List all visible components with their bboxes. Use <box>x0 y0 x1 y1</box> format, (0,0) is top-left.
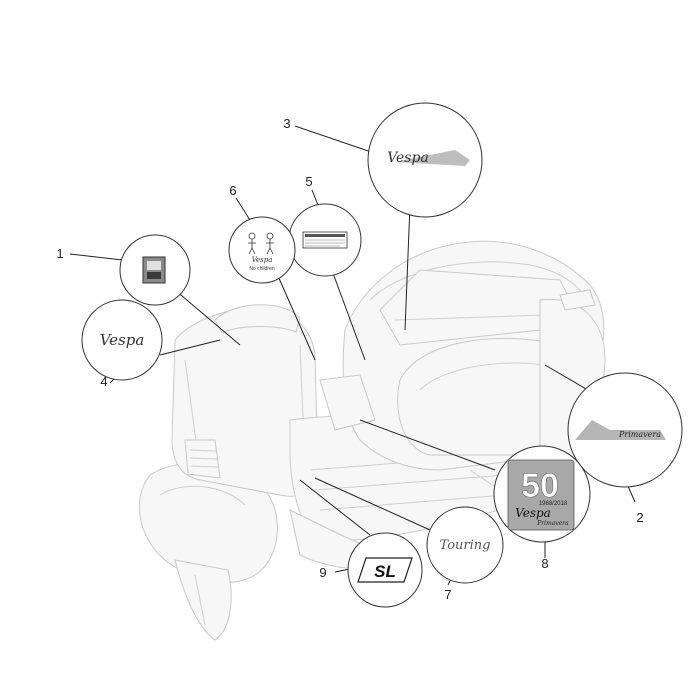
callout-number-8: 8 <box>541 556 548 571</box>
callout-number-5: 5 <box>305 174 312 189</box>
touring-badge-text: Touring <box>440 538 491 553</box>
anniversary-vespa-text: Vespa <box>515 506 551 520</box>
anniversary-sub-text: Primavera <box>536 520 569 527</box>
callout-bubble-2: Primavera <box>567 372 683 488</box>
callout-number-3: 3 <box>283 116 290 131</box>
callout-number-7: 7 <box>444 587 451 602</box>
callout-bubble-7: Touring <box>426 506 504 584</box>
stripe-shape <box>575 420 666 440</box>
callout-number-2: 2 <box>636 510 643 525</box>
anniversary-years: 1968/2018 <box>539 501 568 507</box>
callout-number-9: 9 <box>319 565 326 580</box>
callout-bubble-3: Vespa <box>367 102 483 218</box>
callout-bubble-9: SL <box>347 532 423 608</box>
warning-caption: No children <box>249 266 275 272</box>
callout-bubble-1 <box>119 234 191 306</box>
stripe-shape <box>395 150 470 166</box>
callout-number-4: 4 <box>100 374 107 389</box>
callout-bubble-6: Vespa No children <box>228 216 296 284</box>
sl-badge-text: SL <box>374 562 396 581</box>
anniversary-number: 50 <box>521 467 559 505</box>
anniversary-badge-plate <box>507 459 575 531</box>
callout-number-6: 6 <box>229 183 236 198</box>
children-figure-icon <box>248 232 274 255</box>
warning-vespa-text: Vespa <box>252 256 273 264</box>
callout-numbers: 1 2 3 4 5 6 7 8 9 <box>56 116 643 602</box>
sl-badge-plate <box>357 557 413 583</box>
callout-bubble-8: 50 1968/2018 Vespa Primavera <box>493 445 591 543</box>
callout-number-1: 1 <box>56 246 63 261</box>
vespa-front-logo-text: Vespa <box>100 331 145 349</box>
callout-bubble-5 <box>288 203 362 277</box>
vespa-side-logo-text: Vespa <box>387 150 429 166</box>
primavera-decal-text: Primavera <box>618 430 661 439</box>
callout-bubble-4: Vespa <box>81 299 163 381</box>
